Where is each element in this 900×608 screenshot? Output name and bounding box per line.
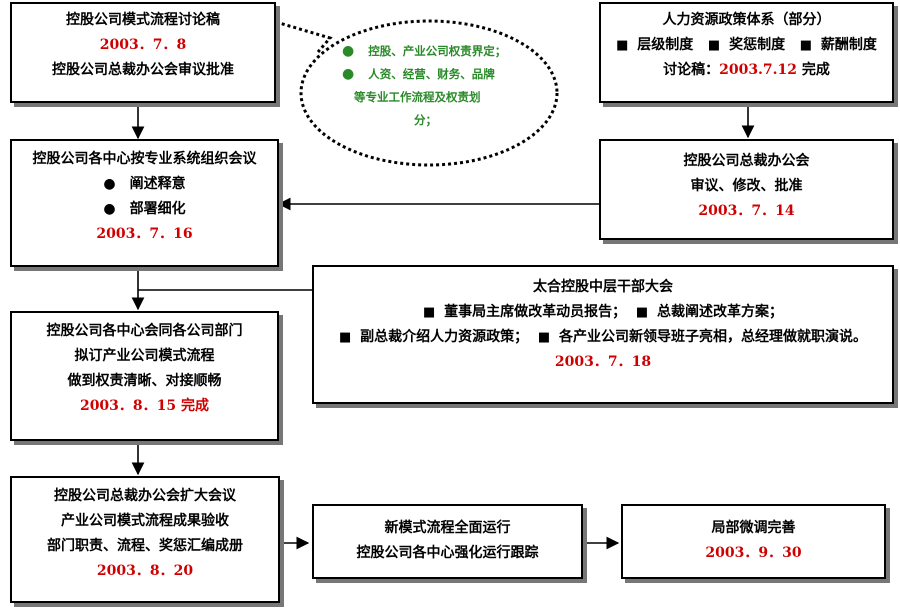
box6-line-1: 控股公司各中心会同各公司部门 (46, 323, 243, 339)
box4-date: 2003．7．14 (698, 203, 795, 219)
box7-line-1: 控股公司总裁办公会扩大会议 (54, 488, 236, 504)
box5-date: 2003．7．18 (554, 354, 652, 370)
box1-date: 2003．7．8 (99, 37, 187, 53)
box7-line-3: 部门职责、流程、奖惩汇编成册 (47, 538, 243, 554)
square-icon: ■ (635, 305, 649, 320)
center-meeting-box: 控股公司各中心按专业系统组织会议 ●阐述释意 ●部署细化 2003．7．16 (10, 139, 279, 267)
acceptance-meeting-box: 控股公司总裁办公会扩大会议 产业公司模式流程成果验收 部门职责、流程、奖惩汇编成… (10, 476, 280, 603)
box6-line-3: 做到权责清晰、对接顺畅 (67, 373, 222, 389)
square-icon: ■ (616, 38, 629, 53)
box2-items: ■ 层级制度 ■ 奖惩制度 ■ 薪酬制度 (616, 37, 877, 53)
president-office-box: 控股公司总裁办公会 审议、修改、批准 2003．7．14 (599, 139, 894, 240)
draft-discussion-box: 控股公司模式流程讨论稿 2003．7．8 控股公司总裁办公会审议批准 (10, 2, 276, 103)
box9-date: 2003．9．30 (705, 545, 802, 561)
callout-text: ●控股、产业公司权责界定； ●人资、经营、财务、品牌 等专业工作流程及权责划 分… (296, 20, 558, 168)
box5-row-2: ■ 副总裁介绍人力资源政策； ■ 各产业公司新领导班子亮相，总经理做就职演说。 (338, 329, 868, 345)
square-icon: ■ (707, 38, 721, 53)
square-icon: ■ (338, 330, 352, 345)
box3-title: 控股公司各中心按专业系统组织会议 (32, 151, 257, 167)
middle-management-meeting-box: 太合控股中层干部大会 ■ 董事局主席做改革动员报告； ■ 总裁阐述改革方案； ■… (312, 265, 894, 404)
callout-bubble (299, 19, 559, 167)
box9-title: 局部微调完善 (711, 520, 796, 536)
box6-line-2: 拟订产业公司模式流程 (74, 348, 215, 364)
box7-date: 2003．8．20 (96, 563, 194, 579)
box5-row-1: ■ 董事局主席做改革动员报告； ■ 总裁阐述改革方案； (422, 304, 784, 320)
box8-line-2: 控股公司各中心强化运行跟踪 (356, 545, 539, 561)
square-icon: ■ (422, 305, 436, 320)
box6-date: 2003．8．15 完成 (79, 398, 210, 414)
box3-date: 2003．7．16 (96, 226, 193, 242)
square-icon: ■ (799, 38, 812, 53)
bullet-icon: ● (103, 176, 116, 192)
box1-note: 控股公司总裁办公会审议批准 (52, 62, 234, 78)
bubble-item-2-line-3: 分； (414, 113, 437, 127)
fine-tuning-box: 局部微调完善 2003．9．30 (621, 504, 886, 579)
box3-bullet-1: ●阐述释意 (103, 176, 186, 192)
box8-line-1: 新模式流程全面运行 (384, 520, 511, 536)
bubble-item-2-line-2: 等专业工作流程及权责划 (354, 90, 481, 104)
bubble-item-1: ●控股、产业公司权责界定； (342, 43, 507, 59)
bullet-icon: ● (342, 43, 355, 59)
box4-title: 控股公司总裁办公会 (683, 153, 810, 169)
hr-policy-box: 人力资源政策体系（部分） ■ 层级制度 ■ 奖惩制度 ■ 薪酬制度 讨论稿：20… (599, 2, 894, 103)
square-icon: ■ (537, 330, 551, 345)
bullet-icon: ● (342, 66, 355, 82)
callout-pointer (275, 20, 333, 53)
box7-line-2: 产业公司模式流程成果验收 (61, 513, 229, 529)
box4-subtitle: 审议、修改、批准 (690, 178, 803, 194)
box1-title: 控股公司模式流程讨论稿 (66, 12, 220, 28)
box2-title: 人力资源政策体系（部分） (662, 12, 831, 28)
box2-note: 讨论稿：2003.7.12 完成 (663, 62, 830, 78)
box3-bullet-2: ●部署细化 (103, 201, 186, 217)
draft-process-box: 控股公司各中心会同各公司部门 拟订产业公司模式流程 做到权责清晰、对接顺畅 20… (10, 311, 279, 441)
bubble-item-2: ●人资、经营、财务、品牌 (342, 66, 495, 82)
bullet-icon: ● (103, 201, 116, 217)
box5-title: 太合控股中层干部大会 (533, 279, 673, 295)
full-operation-box: 新模式流程全面运行 控股公司各中心强化运行跟踪 (312, 504, 583, 579)
